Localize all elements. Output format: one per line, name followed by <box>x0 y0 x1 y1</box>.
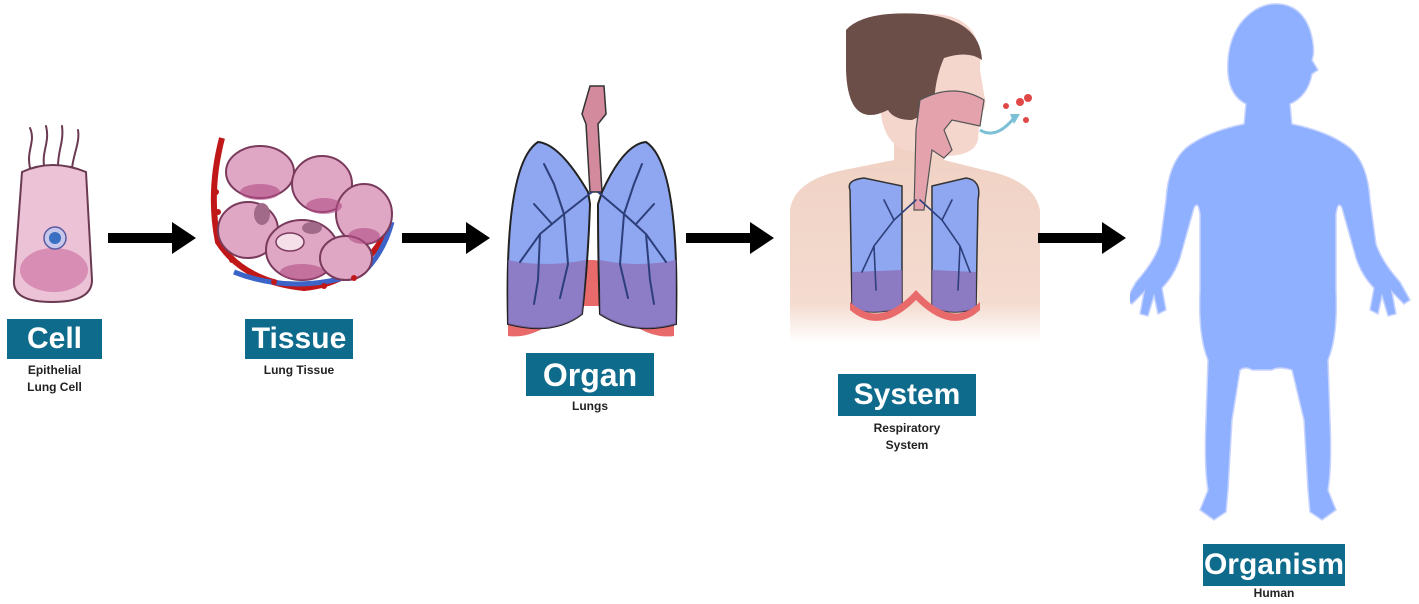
respiratory-system-icon <box>784 10 1046 342</box>
lungs-icon <box>494 84 688 350</box>
stage-caption-cell: Epithelial Lung Cell <box>2 362 107 396</box>
stage-caption-organ: Lungs <box>526 398 654 415</box>
human-silhouette-icon <box>1130 0 1414 530</box>
epithelial-cell-icon <box>0 120 110 310</box>
stage-label-system: System <box>838 374 976 416</box>
stage-label-organ: Organ <box>526 353 654 396</box>
stage-label-organism: Organism <box>1203 544 1345 586</box>
stage-label-tissue: Tissue <box>245 319 353 359</box>
stage-caption-system: Respiratory System <box>838 420 976 454</box>
stage-caption-tissue: Lung Tissue <box>240 362 358 379</box>
stage-label-cell: Cell <box>7 319 102 359</box>
arrow-2-icon <box>402 218 492 258</box>
arrow-1-icon <box>108 218 198 258</box>
lung-tissue-icon <box>204 132 396 294</box>
stage-caption-organism: Human <box>1203 586 1345 600</box>
arrow-3-icon <box>686 218 776 258</box>
arrow-4-icon <box>1038 218 1128 258</box>
